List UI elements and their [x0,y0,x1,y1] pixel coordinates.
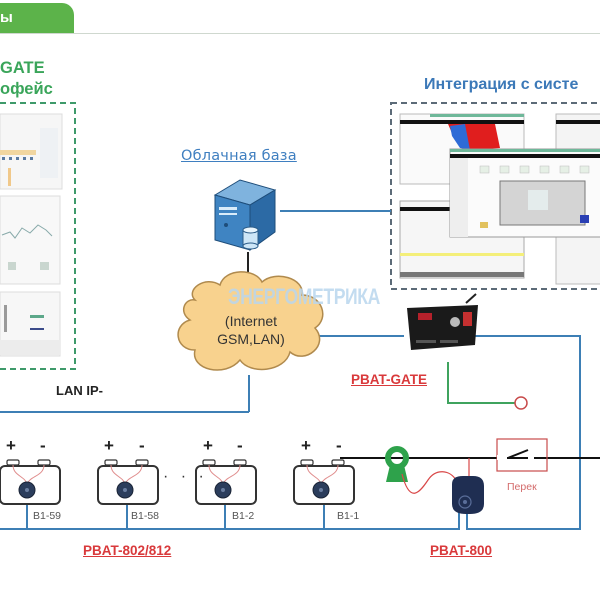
web-screenshot-thumbnail-1 [0,113,63,190]
relay-output-line [447,362,516,404]
watermark-text: ЭНЕРГОМЕТРИКА [228,284,380,309]
relay-terminal-icon [514,396,528,410]
pbat-800-controller-icon [452,476,484,514]
battery-2-plus: + [104,436,114,455]
disconnect-switch-icon [496,438,548,472]
battery-b1-58-icon [97,459,159,505]
pbat-802-812-label[interactable]: PBAT-802/812 [83,543,172,558]
pbat-gate-label[interactable]: PBAT-GATE [351,372,427,387]
network-cloud-line1: (Internet [224,313,278,329]
battery-b1-2-icon [195,459,257,505]
battery-ellipsis: · · · [163,468,208,485]
header-tab-label: ы [0,9,13,26]
header-tab[interactable] [0,3,74,34]
header-divider [0,33,600,34]
battery-4-minus: - [336,436,342,455]
lan-ip-label: LAN IP- [56,383,103,398]
web-screenshot-thumbnail-2 [0,195,61,285]
battery-3-id: B1-2 [232,510,255,522]
battery-1-id: B1-59 [33,510,62,522]
web-screenshot-thumbnail-3 [0,291,61,357]
server-database-icon [213,179,277,251]
integration-panel [390,102,600,290]
network-cloud-icon [177,271,324,371]
battery-2-id: B1-58 [131,510,160,522]
battery-b1-59-icon [0,459,61,505]
network-cloud-line2: GSM,LAN) [217,331,285,347]
battery-1-plus: + [6,436,16,455]
sensor-cable [401,471,457,494]
battery-4-id: B1-1 [337,510,360,522]
switch-label: Перек [507,481,537,493]
communication-bus [0,210,581,530]
gate-interface-title: GATE офейс [0,58,53,100]
gate-title-line1: GATE [0,59,45,77]
gate-title-line2: офейс [0,80,53,98]
battery-1-minus: - [40,436,46,455]
scada-screenshot-floorplan [449,148,600,238]
web-interface-panel [0,102,76,370]
battery-3-plus: + [203,436,213,455]
battery-icons [0,459,355,505]
battery-2-minus: - [139,436,145,455]
network-cloud-label: (Internet GSM,LAN) [196,312,306,348]
battery-3-minus: - [237,436,243,455]
pbat-800-label[interactable]: PBAT-800 [430,543,493,558]
battery-b1-1-icon [293,459,355,505]
cloud-database-label: Облачная база [181,148,297,164]
integration-title: Интеграция с систе [424,76,579,93]
battery-4-plus: + [301,436,311,455]
pbat-gate-device-icon [407,293,478,350]
current-sensor-icon [385,446,409,482]
